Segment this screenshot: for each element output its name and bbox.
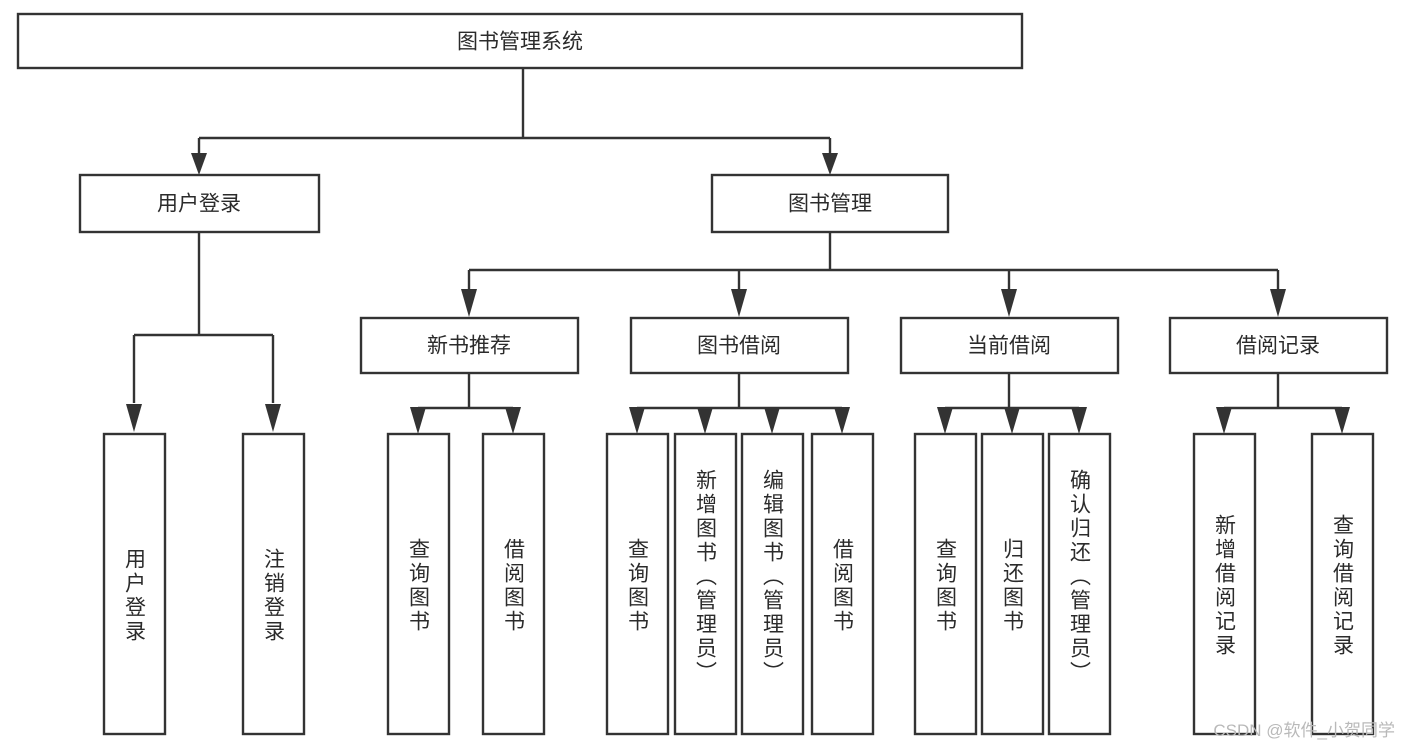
leaf-borrow-book-a-box[interactable]: [481, 432, 546, 736]
leaf-add-book-label: 新增图书（管理员）: [694, 469, 718, 685]
node-new-book-recommend-label: 新书推荐: [427, 335, 511, 358]
leaf-return-book-box[interactable]: [980, 432, 1045, 736]
leaf-borrow-book-a-label: 借阅图书: [502, 538, 526, 634]
node-new-book-recommend-box[interactable]: [359, 316, 580, 375]
node-current-borrow-box[interactable]: [899, 316, 1120, 375]
leaf-query-book-b[interactable]: 查询图书: [605, 432, 670, 736]
leaf-user-login-label: 用户登录: [123, 548, 147, 644]
arrowhead-bb-leaf-1: [629, 407, 645, 434]
leaf-add-book[interactable]: 新增图书（管理员）: [673, 432, 738, 736]
leaf-edit-book[interactable]: 编辑图书（管理员）: [740, 432, 805, 736]
arrowhead-br-leaf-2: [1334, 407, 1350, 434]
leaf-borrow-book-b-label: 借阅图书: [831, 538, 855, 634]
node-book-borrow-box[interactable]: [629, 316, 850, 375]
node-book-borrow-label: 图书借阅: [697, 335, 781, 358]
leaf-edit-book-box[interactable]: [740, 432, 805, 736]
node-new-book-recommend[interactable]: 新书推荐: [359, 316, 580, 375]
arrowhead-book-mgmt: [822, 153, 838, 175]
leaf-query-book-c-box[interactable]: [913, 432, 978, 736]
arrowhead-cb-leaf-1: [937, 407, 953, 434]
csdn-watermark: CSDN @软件_小贺同学: [1213, 721, 1395, 740]
leaf-logout[interactable]: 注销登录: [241, 432, 306, 736]
leaf-query-book-a-box[interactable]: [386, 432, 451, 736]
leaf-query-borrow-record[interactable]: 查询借阅记录: [1310, 432, 1375, 736]
arrowhead-nbr-leaf-2: [505, 407, 521, 434]
node-user-login[interactable]: 用户登录: [78, 173, 321, 234]
leaf-query-borrow-record-label: 查询借阅记录: [1331, 514, 1355, 658]
node-borrow-record-label: 借阅记录: [1236, 335, 1320, 358]
leaf-user-login-box[interactable]: [102, 432, 167, 736]
node-borrow-record-box[interactable]: [1168, 316, 1389, 375]
leaf-return-book[interactable]: 归还图书: [980, 432, 1045, 736]
leaf-query-book-c-label: 查询图书: [934, 538, 958, 634]
arrowhead-br-leaf-1: [1216, 407, 1232, 434]
leaf-query-book-c[interactable]: 查询图书: [913, 432, 978, 736]
leaf-borrow-book-b-box[interactable]: [810, 432, 875, 736]
arrowhead-nbr-leaf-1: [410, 407, 426, 434]
arrowhead-bb-leaf-4: [834, 407, 850, 434]
node-book-management-box[interactable]: [710, 173, 950, 234]
arrowhead-book-borrow: [731, 289, 747, 317]
leaf-query-book-b-label: 查询图书: [626, 538, 650, 634]
node-book-management-label: 图书管理: [788, 193, 872, 216]
leaf-add-borrow-record[interactable]: 新增借阅记录: [1192, 432, 1257, 736]
leaf-add-borrow-record-label: 新增借阅记录: [1213, 514, 1237, 658]
leaf-query-book-a-label: 查询图书: [407, 538, 431, 634]
arrowhead-bb-leaf-3: [764, 407, 780, 434]
leaf-confirm-return[interactable]: 确认归还（管理员）: [1047, 432, 1112, 736]
leaf-logout-label: 注销登录: [262, 548, 286, 644]
leaf-confirm-return-box[interactable]: [1047, 432, 1112, 736]
leaf-add-book-box[interactable]: [673, 432, 738, 736]
leaf-return-book-label: 归还图书: [1001, 538, 1025, 634]
arrowhead-cb-leaf-2: [1004, 407, 1020, 434]
leaf-logout-box[interactable]: [241, 432, 306, 736]
arrowhead-borrow-record: [1270, 289, 1286, 317]
node-book-borrow[interactable]: 图书借阅: [629, 316, 850, 375]
node-root[interactable]: 图书管理系统: [16, 12, 1024, 70]
arrowhead-leaf-logout: [265, 404, 281, 432]
node-current-borrow[interactable]: 当前借阅: [899, 316, 1120, 375]
arrowhead-bb-leaf-2: [697, 407, 713, 434]
node-root-box[interactable]: [16, 12, 1024, 70]
leaf-add-borrow-record-box[interactable]: [1192, 432, 1257, 736]
connector-layer: [126, 68, 1350, 434]
leaf-edit-book-label: 编辑图书（管理员）: [761, 469, 785, 685]
leaf-confirm-return-label: 确认归还（管理员）: [1068, 469, 1092, 685]
node-user-login-box[interactable]: [78, 173, 321, 234]
node-borrow-record[interactable]: 借阅记录: [1168, 316, 1389, 375]
leaf-query-book-a[interactable]: 查询图书: [386, 432, 451, 736]
node-current-borrow-label: 当前借阅: [967, 335, 1051, 358]
arrowhead-cb-leaf-3: [1071, 407, 1087, 434]
node-book-management[interactable]: 图书管理: [710, 173, 950, 234]
arrowhead-current-borrow: [1001, 289, 1017, 317]
leaf-borrow-book-a[interactable]: 借阅图书: [481, 432, 546, 736]
node-root-label: 图书管理系统: [457, 31, 583, 54]
arrowhead-leaf-user-login: [126, 404, 142, 432]
arrowhead-user-login: [191, 153, 207, 175]
arrowhead-new-book-rec: [461, 289, 477, 317]
leaf-query-book-b-box[interactable]: [605, 432, 670, 736]
leaf-user-login[interactable]: 用户登录: [102, 432, 167, 736]
leaf-borrow-book-b[interactable]: 借阅图书: [810, 432, 875, 736]
node-user-login-label: 用户登录: [157, 193, 241, 216]
leaf-query-borrow-record-box[interactable]: [1310, 432, 1375, 736]
